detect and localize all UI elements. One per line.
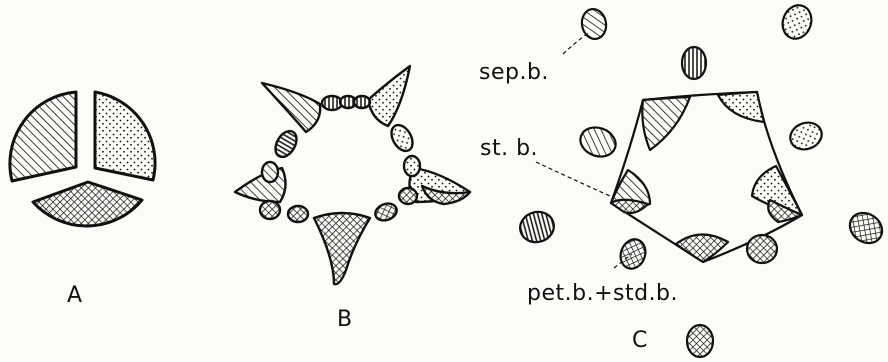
petal-stamen-bundle-label: pet.b.+std.b. bbox=[527, 283, 678, 305]
panel-c-bundle bbox=[687, 325, 713, 357]
panel-label-c: C bbox=[632, 330, 647, 352]
panel-c-bundle bbox=[517, 208, 558, 246]
panel-b-bead bbox=[262, 162, 278, 182]
panel-c-corner-top-left bbox=[642, 97, 690, 150]
panel-a-sector-diagonal bbox=[10, 92, 76, 181]
panel-b-horn-bottom bbox=[314, 213, 370, 284]
panel-b-bead bbox=[271, 127, 301, 160]
panel-b-bead bbox=[399, 188, 417, 204]
panel-c-corner-top-right bbox=[718, 92, 764, 122]
panel-c-bundle bbox=[747, 235, 777, 263]
panel-a-drawing bbox=[10, 92, 155, 226]
panel-c-bundle bbox=[787, 118, 826, 153]
sepal-bundle-label: sep.b. bbox=[479, 62, 549, 84]
panel-label-a: A bbox=[67, 285, 82, 307]
panel-b-bead bbox=[288, 206, 308, 222]
leader-line-sepal bbox=[563, 32, 590, 54]
panel-b-horn-top-left bbox=[262, 83, 320, 132]
panel-b-bead bbox=[354, 96, 370, 108]
panel-b-bead bbox=[404, 156, 420, 176]
panel-c-corner-bottom bbox=[676, 234, 728, 262]
panel-b-bead bbox=[387, 121, 417, 154]
panel-b-horn-top-right bbox=[368, 66, 410, 126]
panel-a-sector-crosshatch bbox=[33, 182, 142, 226]
panel-b-bead bbox=[260, 201, 280, 219]
panel-c-corner-left-dark bbox=[611, 200, 648, 213]
panel-c-bundle bbox=[844, 207, 888, 249]
panel-c-bundle bbox=[617, 236, 650, 272]
panel-a-sector-stipple bbox=[95, 92, 155, 180]
panel-c-bundle bbox=[580, 7, 609, 41]
panel-label-b: B bbox=[337, 309, 352, 331]
panel-b-drawing bbox=[235, 66, 470, 284]
panel-c-bundle bbox=[576, 123, 619, 162]
panel-c-bundle bbox=[682, 47, 706, 79]
leader-line-stamen bbox=[536, 162, 610, 196]
stamen-bundle-label: st. b. bbox=[480, 138, 538, 160]
panel-c-bundle bbox=[778, 1, 816, 43]
panel-b-bead bbox=[373, 201, 399, 224]
